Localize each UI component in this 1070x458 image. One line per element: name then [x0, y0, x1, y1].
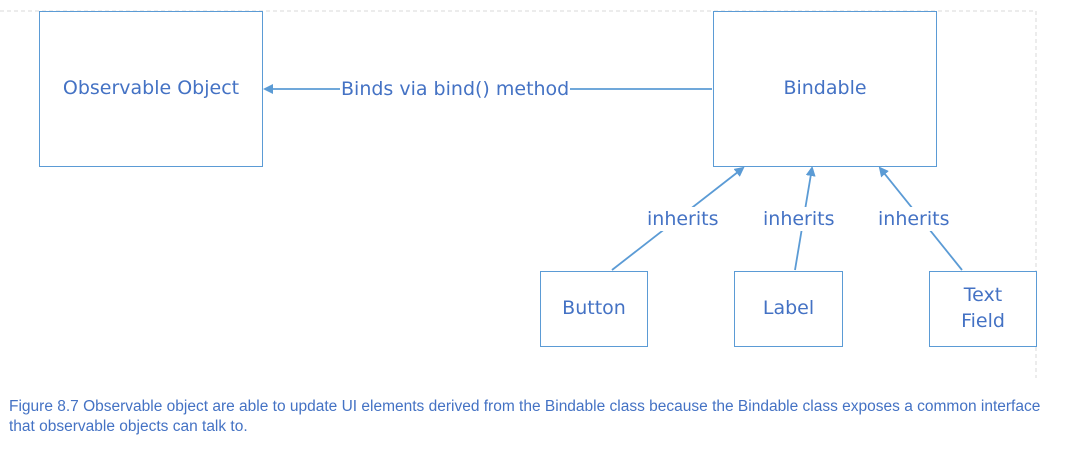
observable-object-label: Observable Object [62, 77, 240, 100]
inherits-label-button: inherits [646, 207, 720, 231]
text-field-node: Text Field [929, 271, 1037, 347]
diagram-canvas: Observable Object Bindable Button Label … [0, 10, 1037, 378]
observable-object-node: Observable Object [39, 11, 263, 167]
figure-caption: Figure 8.7 Observable object are able to… [9, 398, 1041, 435]
bindable-label: Bindable [783, 77, 867, 100]
inherits-label-textfield: inherits [877, 207, 951, 231]
label-node: Label [734, 271, 843, 347]
inherits-label-label: inherits [762, 207, 836, 231]
text-field-node-label: Text Field [961, 284, 1005, 332]
binds-edge-label: Binds via bind() method [340, 77, 571, 101]
bindable-node: Bindable [713, 11, 937, 167]
label-node-label: Label [762, 297, 815, 320]
button-node: Button [540, 271, 648, 347]
button-node-label: Button [562, 297, 626, 320]
